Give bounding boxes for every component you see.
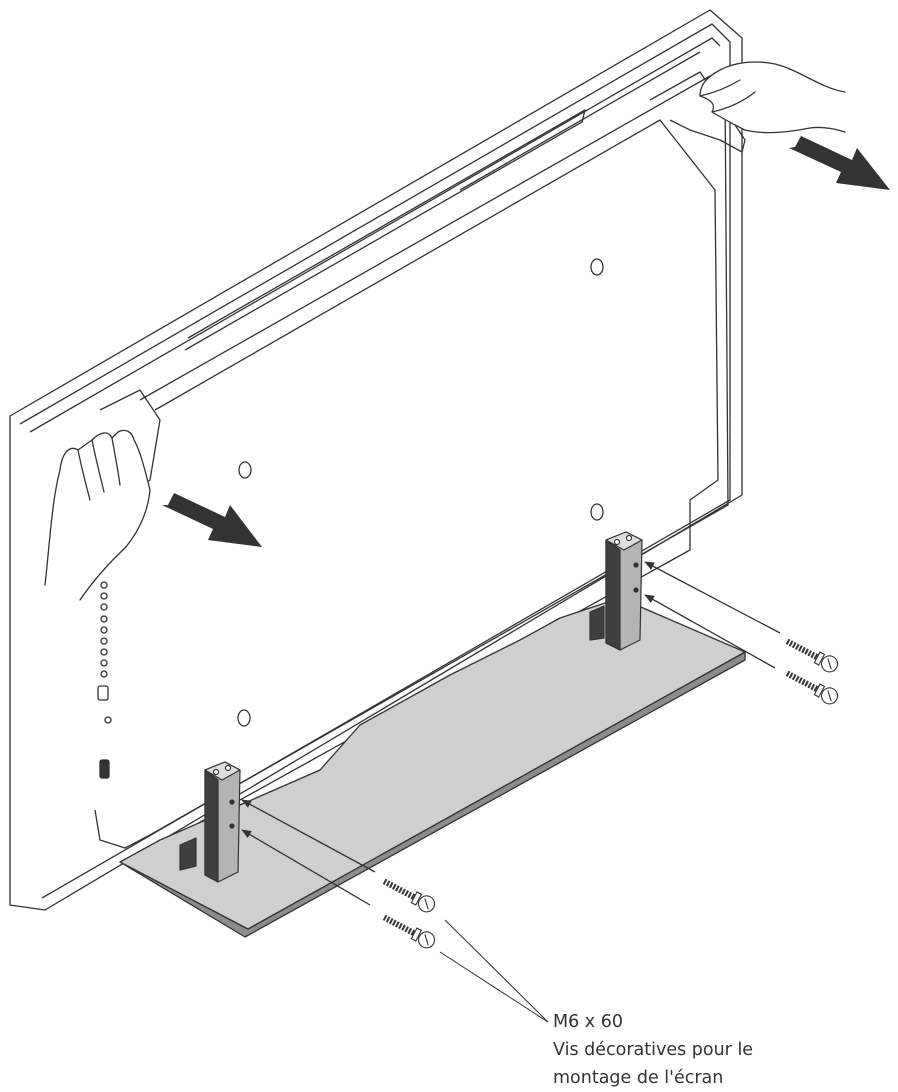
screw-guide-line [644,594,776,669]
panel-outer-edge [9,9,743,911]
panel-rear-recess [149,119,719,851]
mounting-hole [590,258,604,276]
base-plate-top [119,597,746,930]
mounting-hole [238,461,252,479]
callout-leader [439,919,549,1023]
screw-icon [382,914,436,949]
screw-guide-line [241,799,376,873]
hand-icon [699,61,846,134]
side-terminals [97,581,112,779]
arrow-icon [789,136,890,190]
screw-spec: M6 x 60 [553,1012,623,1032]
mounting-hole [237,709,251,727]
screw-guide-line [644,561,781,634]
screw-icon [785,670,839,705]
display-panel [9,9,746,911]
panel-frame-line [19,23,731,899]
screw-description-line-2: montage de l'écran [553,1068,724,1088]
hand-icon [44,429,151,601]
screw-guide-line [241,829,371,906]
panel-top-groove [184,109,586,351]
panel-top-groove [459,51,701,191]
stand-base [119,597,746,938]
mounting-hole [590,503,604,521]
left-stand-pillar [179,761,241,883]
screw-guide-lines [241,561,781,906]
screw-icon [382,878,436,913]
panel-right-handle-recess [649,71,746,153]
screw-description-line-1: Vis décoratives pour le [553,1040,754,1060]
right-stand-pillar [589,531,643,651]
screw-icon [785,638,839,673]
arrow-icon [162,493,262,547]
panel-frame-line [29,37,721,433]
screw-callout-label: M6 x 60 Vis décoratives pour le montage … [553,1008,753,1092]
